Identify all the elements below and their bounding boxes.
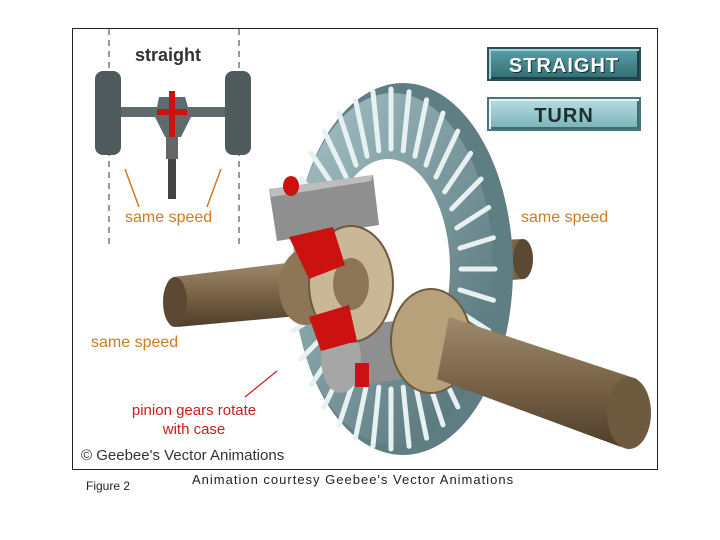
inset-title: straight bbox=[135, 45, 202, 65]
ring-gear-tooth bbox=[352, 379, 370, 441]
ring-gear-tooth bbox=[400, 89, 412, 154]
turn-button[interactable]: TURN bbox=[487, 97, 641, 131]
left-same-speed-label: same speed bbox=[91, 334, 179, 351]
driveshaft-lower bbox=[168, 159, 176, 199]
ring-gear-tooth bbox=[370, 384, 382, 449]
driveshaft bbox=[166, 137, 178, 159]
ring-gear-tooth bbox=[457, 287, 496, 303]
ring-gear-tooth bbox=[352, 97, 370, 159]
ring-gear-tooth bbox=[412, 379, 430, 441]
credit-caption: Animation courtesy Geebee's Vector Anima… bbox=[192, 472, 515, 487]
diagram-frame: straight same speed same speed same spee… bbox=[72, 28, 658, 470]
ring-gear-tooth bbox=[454, 204, 492, 231]
differential-illustration bbox=[95, 29, 651, 455]
pinion-gears bbox=[283, 176, 369, 387]
figure-label: Figure 2 bbox=[86, 479, 131, 493]
drive-pinion bbox=[390, 288, 651, 449]
inset-same-speed-label: same speed bbox=[125, 209, 213, 226]
copyright-text: © Geebee's Vector Animations bbox=[81, 447, 285, 464]
ring-gear-tooth bbox=[412, 97, 430, 159]
right-same-speed-label: same speed bbox=[521, 209, 609, 226]
pinion-note: pinion gears rotate with case bbox=[101, 401, 287, 439]
ring-gear-tooth bbox=[370, 89, 382, 154]
pinion-leader-line bbox=[244, 370, 278, 398]
right-wheel bbox=[225, 71, 251, 155]
ring-gear-tooth bbox=[442, 150, 474, 195]
ring-gear-tooth bbox=[449, 176, 484, 212]
straight-button[interactable]: STRAIGHT bbox=[487, 47, 641, 81]
ring-gear-tooth bbox=[423, 110, 446, 168]
ring-gear-tooth bbox=[433, 128, 461, 180]
ring-gear-tooth bbox=[400, 384, 412, 449]
inset-axle-red bbox=[157, 109, 187, 115]
car-chassis-diagram bbox=[95, 71, 251, 208]
ring-gear-tooth bbox=[457, 235, 496, 251]
pinion-note-line2: with case bbox=[162, 421, 226, 438]
pinion-note-line1: pinion gears rotate bbox=[131, 402, 257, 419]
left-wheel bbox=[95, 71, 121, 155]
ring-gear-tooth bbox=[321, 128, 349, 180]
ring-gear-tooth bbox=[336, 110, 359, 168]
